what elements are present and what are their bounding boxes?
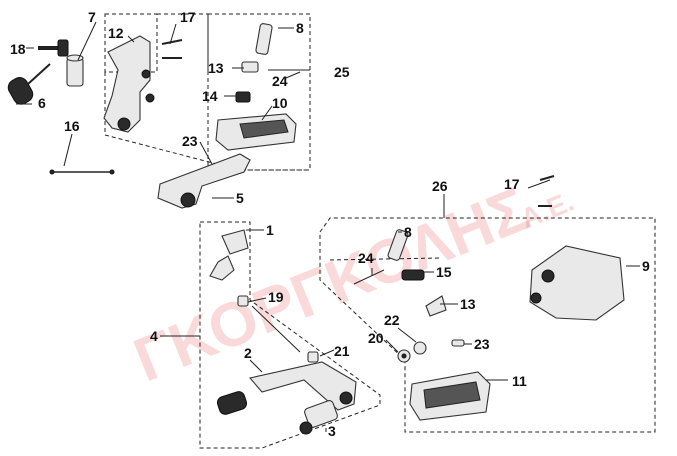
- part-7-cylinder: [66, 54, 84, 87]
- part-24-cotter-lower: [353, 269, 385, 285]
- callout-22: 22: [384, 312, 400, 328]
- callout-21: 21: [334, 343, 350, 359]
- part-14-spring-upper: [235, 91, 251, 103]
- part-2-shift-pedal: [216, 361, 357, 415]
- callout-24-upper: 24: [272, 73, 288, 89]
- callout-3: 3: [328, 423, 336, 439]
- callout-13-upper: 13: [208, 60, 224, 76]
- callout-10: 10: [272, 95, 288, 111]
- callout-12: 12: [108, 25, 124, 41]
- group-box-right-upper: [207, 13, 311, 171]
- callout-2: 2: [244, 345, 252, 361]
- callout-26: 26: [432, 178, 448, 194]
- part-8-pin-upper: [255, 23, 273, 55]
- callout-7: 7: [88, 9, 96, 25]
- callout-15: 15: [436, 264, 452, 280]
- callout-numbers: 18 6 7 12 17 8 13 24 25 14 10 16 23 5 26…: [10, 9, 650, 439]
- callout-23-lower: 23: [474, 336, 490, 352]
- part-12-bracket: [103, 35, 155, 133]
- callout-20: 20: [368, 330, 384, 346]
- callout-1: 1: [266, 222, 274, 238]
- part-6-rod-end: [7, 63, 51, 105]
- callout-8-upper: 8: [296, 20, 304, 36]
- part-22-washer: [413, 341, 427, 355]
- leader-lines: [16, 21, 640, 432]
- part-18-bolt: [38, 39, 69, 57]
- part-16-rod: [49, 169, 115, 175]
- callout-17-upper: 17: [180, 9, 196, 25]
- part-5-shift-arm: [157, 153, 251, 209]
- callout-11: 11: [512, 373, 527, 389]
- part-10-footrest: [215, 113, 297, 151]
- group-box-26: [319, 217, 656, 433]
- watermark-suffix: Α.Ε.: [516, 185, 578, 234]
- callout-24-lower: 24: [358, 250, 374, 266]
- part-21-bushing: [307, 351, 319, 363]
- callout-19: 19: [268, 289, 284, 305]
- callout-13-lower: 13: [460, 296, 476, 312]
- part-19-nut: [237, 295, 249, 307]
- part-17-screws: [161, 39, 183, 59]
- part-13-cam-upper: [241, 61, 259, 73]
- part-3-peg: [299, 400, 338, 435]
- callout-25: 25: [334, 64, 350, 80]
- callout-18: 18: [10, 41, 26, 57]
- part-17-screws-lower: [538, 175, 555, 207]
- callout-4: 4: [150, 328, 158, 344]
- part-15-spring: [401, 269, 425, 281]
- callout-16: 16: [64, 118, 80, 134]
- part-20-nut: [397, 349, 411, 363]
- part-8-pin-lower: [387, 229, 409, 261]
- callout-6: 6: [38, 95, 46, 111]
- callout-9: 9: [642, 258, 650, 274]
- part-9-bracket: [529, 245, 625, 321]
- callout-8-lower: 8: [404, 224, 412, 240]
- part-11-footrest: [409, 371, 491, 421]
- part-link-rod: [251, 305, 301, 353]
- part-13-cam-lower: [425, 295, 447, 317]
- part-23-clip-lower: [451, 339, 465, 347]
- group-box-4: [199, 221, 381, 449]
- group-box-left-lower: [104, 72, 310, 171]
- callout-17-lower: 17: [504, 176, 520, 192]
- watermark-text: ΓΚΟΡΓΚΟΛΗΣ: [125, 175, 538, 396]
- callout-23-upper: 23: [182, 133, 198, 149]
- part-1-clamp: [209, 229, 249, 281]
- group-box-26-inner: [329, 257, 441, 261]
- callout-5: 5: [236, 190, 244, 206]
- callout-14: 14: [202, 88, 218, 104]
